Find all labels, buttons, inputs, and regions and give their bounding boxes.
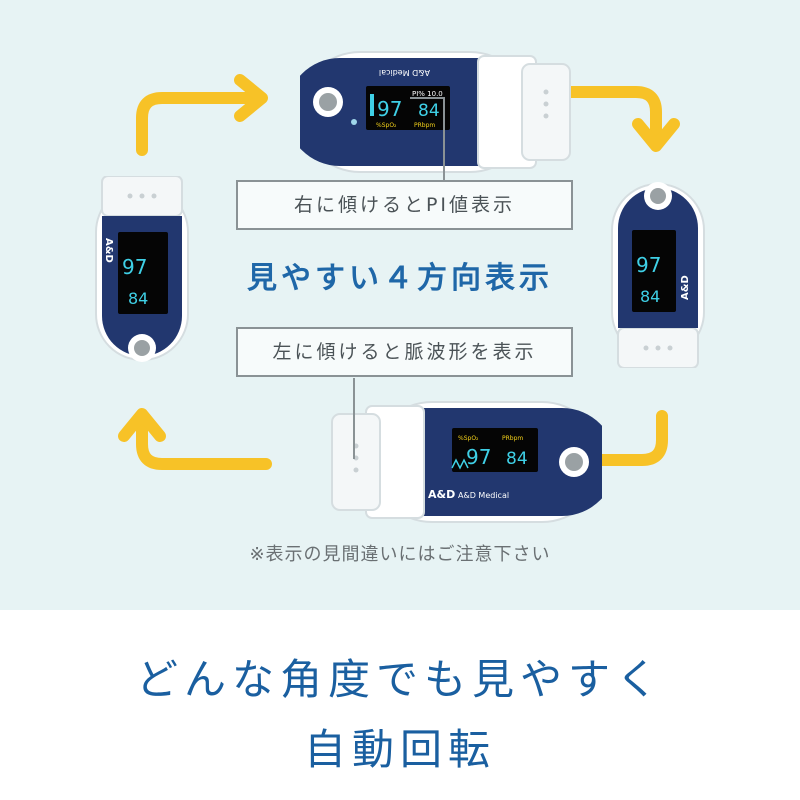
banner-line-1: どんな角度でも見やすく bbox=[135, 655, 664, 704]
arrow-top-left bbox=[136, 92, 264, 156]
top-sun-icon bbox=[351, 119, 357, 125]
right-logo: A&D bbox=[680, 275, 691, 300]
left-logo: A&D bbox=[103, 238, 114, 263]
arrow-top-right bbox=[536, 86, 662, 144]
oximeter-bottom: %SpO₂ PRbpm 97 84 A&D A&D Medical bbox=[331, 401, 602, 523]
oximeter-top: 97 PI% 10.0 84 %SpO₂ PRbpm A&D Medical bbox=[300, 51, 571, 173]
waveform-display-text: 左に傾けると脈波形を表示 bbox=[272, 341, 537, 363]
oximeter-left: 97 84 A&D bbox=[95, 176, 189, 362]
bottom-pr: 84 bbox=[506, 449, 528, 469]
banner-line-2: 自動回転 bbox=[303, 725, 496, 774]
bottom-logo: A&D bbox=[428, 488, 455, 501]
waveform-display-label: 左に傾けると脈波形を表示 bbox=[236, 327, 573, 377]
bottom-wave-icon bbox=[451, 458, 469, 470]
headline: 見やすい４方向表示 bbox=[247, 261, 553, 296]
left-spo2: 97 bbox=[122, 255, 147, 279]
bottom-banner: どんな角度でも見やすく 自動回転 bbox=[0, 610, 800, 800]
pi-display-text: 右に傾けるとPI値表示 bbox=[293, 194, 516, 216]
bottom-spo2: 97 bbox=[466, 445, 491, 469]
caution-note: ※表示の見間違いにはご注意下さい bbox=[249, 544, 551, 565]
oximeter-right: 97 84 A&D bbox=[611, 182, 705, 368]
top-spo2: 97 bbox=[377, 97, 402, 121]
top-brand: A&D Medical bbox=[379, 68, 430, 77]
arrow-bottom-right bbox=[546, 410, 668, 466]
top-spo2-label: %SpO₂ bbox=[376, 122, 397, 129]
pi-display-label: 右に傾けるとPI値表示 bbox=[236, 180, 573, 230]
arrow-bottom-left bbox=[136, 412, 272, 470]
illustration-area: 97 PI% 10.0 84 %SpO₂ PRbpm A&D Medical 9… bbox=[0, 0, 800, 610]
right-spo2: 97 bbox=[636, 253, 661, 277]
top-pr: 84 bbox=[418, 101, 440, 121]
top-pr-label: PRbpm bbox=[414, 122, 435, 129]
left-pr: 84 bbox=[128, 289, 148, 308]
bottom-pr-label: PRbpm bbox=[502, 435, 523, 442]
bottom-spo2-label: %SpO₂ bbox=[458, 435, 479, 442]
pointer-lines bbox=[353, 97, 445, 459]
top-pi: PI% 10.0 bbox=[412, 90, 443, 98]
right-pr: 84 bbox=[640, 287, 660, 306]
bottom-brand: A&D Medical bbox=[458, 491, 509, 500]
